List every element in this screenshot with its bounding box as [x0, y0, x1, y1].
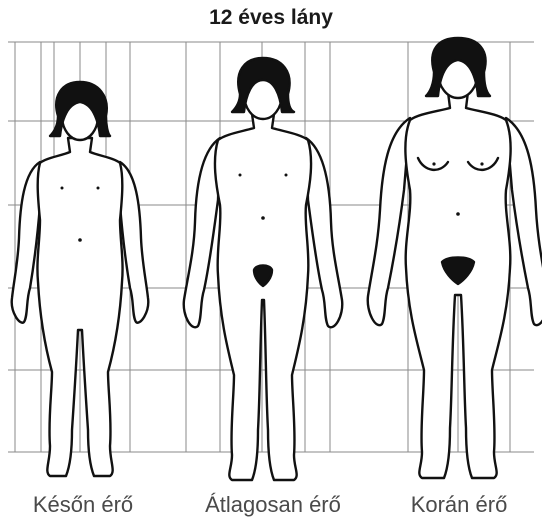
nipple-right: [480, 162, 483, 165]
nipple-right: [285, 174, 288, 177]
navel: [456, 212, 460, 216]
nipple-left: [239, 174, 242, 177]
caption-average-maturing: Átlagosan érő: [178, 492, 368, 518]
figure-early-maturing: [368, 38, 542, 478]
nipple-left: [432, 162, 435, 165]
navel: [261, 216, 265, 220]
nipple-left: [61, 187, 64, 190]
left-arm: [12, 162, 40, 323]
nipple-right: [97, 187, 100, 190]
body-outline: [215, 114, 311, 480]
diagram-title: 12 éves lány: [0, 6, 542, 30]
right-arm: [120, 162, 148, 323]
navel: [78, 238, 82, 242]
caption-late-maturing: Későn érő: [8, 492, 158, 518]
caption-early-maturing: Korán érő: [384, 492, 534, 518]
left-arm: [368, 118, 410, 325]
